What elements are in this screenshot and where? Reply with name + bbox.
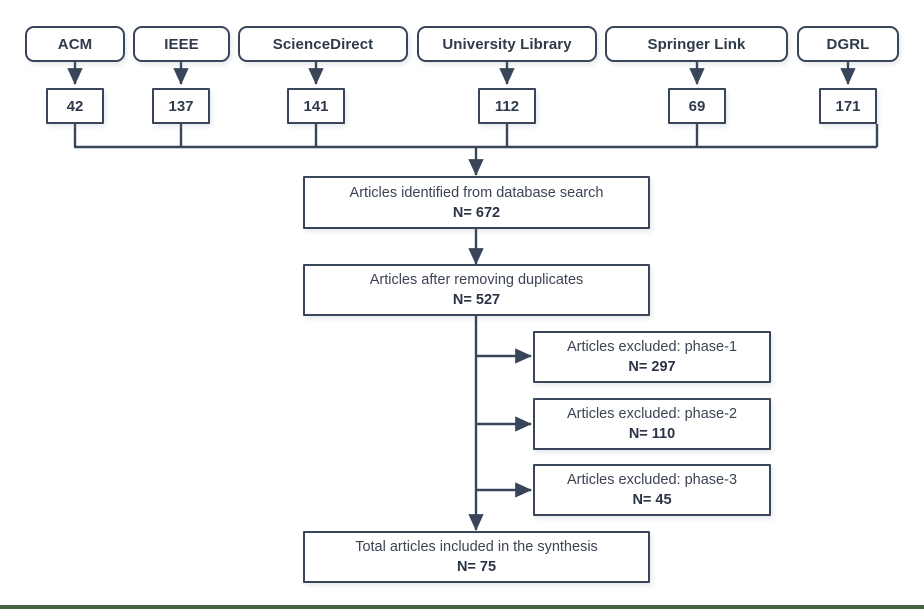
exclusion-label: Articles excluded: phase-1 xyxy=(566,339,738,355)
source-label: IEEE xyxy=(164,35,199,53)
exclusion-box-phase-1[interactable]: Articles excluded: phase-1 N= 297 xyxy=(533,331,771,383)
count-box-acm[interactable]: 42 xyxy=(46,88,104,124)
exclusion-label: Articles excluded: phase-2 xyxy=(566,406,738,422)
count-value: 171 xyxy=(835,97,861,115)
source-box-university-library[interactable]: University Library xyxy=(417,26,597,62)
stage-label: Articles identified from database search xyxy=(349,184,604,201)
source-label: ScienceDirect xyxy=(272,35,374,53)
exclusion-count: N= 45 xyxy=(632,492,672,508)
stage-box-deduplicated[interactable]: Articles after removing duplicates N= 52… xyxy=(303,264,650,316)
source-box-ieee[interactable]: IEEE xyxy=(133,26,230,62)
count-value: 112 xyxy=(494,97,520,115)
source-label: Springer Link xyxy=(647,35,746,53)
count-value: 42 xyxy=(66,97,84,115)
count-value: 141 xyxy=(303,97,329,115)
count-value: 137 xyxy=(168,97,194,115)
stage-box-identified[interactable]: Articles identified from database search… xyxy=(303,176,650,229)
stage-count: N= 75 xyxy=(456,559,497,575)
exclusion-count: N= 297 xyxy=(628,359,676,375)
stage-box-included[interactable]: Total articles included in the synthesis… xyxy=(303,531,650,583)
source-label: DGRL xyxy=(826,35,870,53)
count-box-springer-link[interactable]: 69 xyxy=(668,88,726,124)
count-value: 69 xyxy=(688,97,706,115)
source-box-springer-link[interactable]: Springer Link xyxy=(605,26,788,62)
exclusion-box-phase-2[interactable]: Articles excluded: phase-2 N= 110 xyxy=(533,398,771,450)
stage-label: Articles after removing duplicates xyxy=(369,272,584,288)
stage-label: Total articles included in the synthesis xyxy=(355,539,598,555)
source-box-dgrl[interactable]: DGRL xyxy=(797,26,899,62)
count-box-ieee[interactable]: 137 xyxy=(152,88,210,124)
count-box-dgrl[interactable]: 171 xyxy=(819,88,877,124)
source-label: University Library xyxy=(442,35,572,53)
exclusion-label: Articles excluded: phase-3 xyxy=(566,472,738,488)
source-label: ACM xyxy=(57,35,93,53)
exclusion-count: N= 110 xyxy=(628,426,676,442)
stage-count: N= 527 xyxy=(452,292,501,308)
stage-count: N= 672 xyxy=(452,204,501,221)
source-box-sciencedirect[interactable]: ScienceDirect xyxy=(238,26,408,62)
source-box-acm[interactable]: ACM xyxy=(25,26,125,62)
exclusion-box-phase-3[interactable]: Articles excluded: phase-3 N= 45 xyxy=(533,464,771,516)
count-box-sciencedirect[interactable]: 141 xyxy=(287,88,345,124)
count-box-university-library[interactable]: 112 xyxy=(478,88,536,124)
bottom-accent-rule xyxy=(0,605,924,609)
